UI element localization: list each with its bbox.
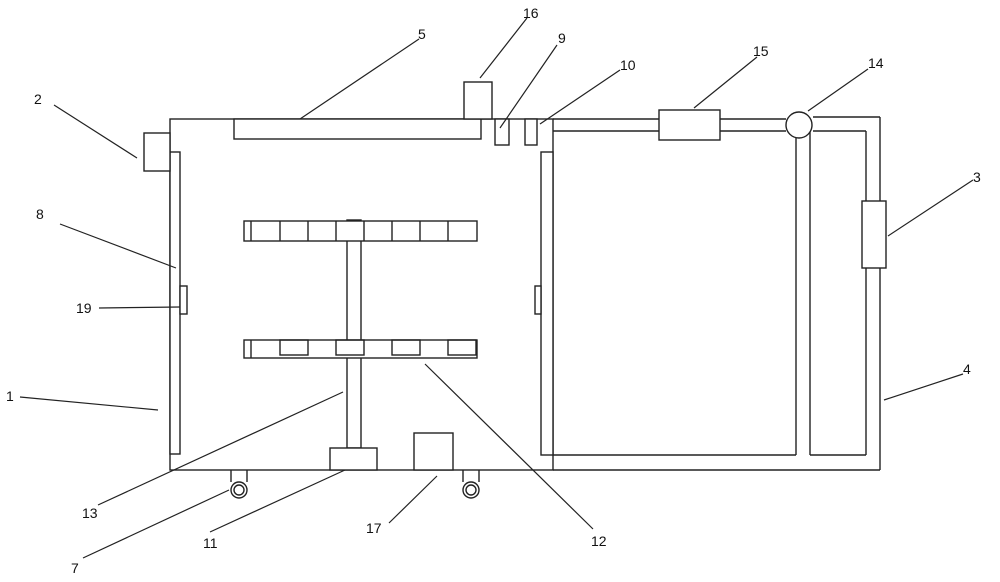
pipe-element — [861, 200, 887, 269]
label-5: 5 — [418, 26, 426, 42]
sensor-10 — [524, 118, 538, 146]
side-box — [143, 132, 171, 172]
left-door — [169, 151, 181, 455]
label-10: 10 — [620, 57, 636, 73]
label-2: 2 — [34, 91, 42, 107]
label-1: 1 — [6, 388, 14, 404]
right-door — [540, 151, 554, 456]
label-15: 15 — [753, 43, 769, 59]
top-box — [463, 81, 493, 120]
right-handle — [534, 285, 542, 315]
right-container — [553, 116, 881, 471]
upper-paddle-bar — [243, 220, 478, 242]
motor — [329, 447, 378, 471]
leader-lines — [19, 17, 974, 559]
label-14: 14 — [868, 55, 884, 71]
lower-paddle-cells — [250, 339, 477, 358]
label-11: 11 — [203, 535, 218, 551]
label-3: 3 — [973, 169, 981, 185]
filter — [658, 109, 721, 141]
label-16: 16 — [523, 5, 539, 21]
right-wheel — [462, 470, 480, 499]
label-4: 4 — [963, 361, 971, 377]
label-9: 9 — [558, 30, 566, 46]
left-wheel — [230, 470, 248, 499]
label-17: 17 — [366, 520, 382, 536]
upper-paddle-dividers — [250, 221, 449, 241]
pump — [785, 111, 813, 139]
sensor-9 — [494, 118, 510, 146]
label-7: 7 — [71, 560, 79, 576]
label-13: 13 — [82, 505, 98, 521]
label-12: 12 — [591, 533, 607, 549]
top-bar — [233, 118, 482, 140]
left-handle — [179, 285, 188, 315]
stirrer-shaft — [346, 219, 362, 449]
bottom-box — [413, 432, 454, 471]
label-19: 19 — [76, 300, 92, 316]
label-8: 8 — [36, 206, 44, 222]
